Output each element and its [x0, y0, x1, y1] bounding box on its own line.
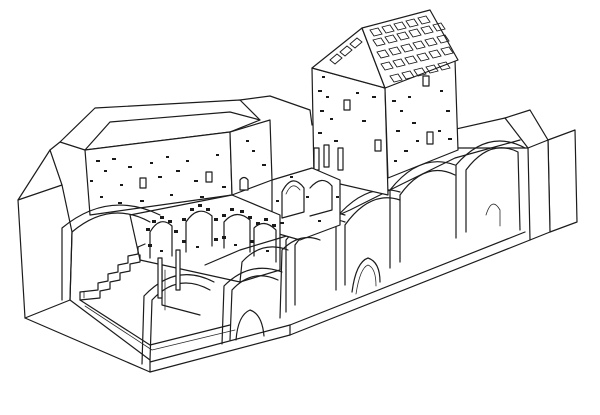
tower-window — [422, 75, 430, 87]
back-range-window — [239, 176, 249, 191]
vaulted-range-middle — [204, 237, 321, 319]
tower-window — [374, 139, 382, 152]
tower-roof-tiles — [329, 15, 454, 83]
staircase — [79, 243, 146, 301]
cloister-stonework — [146, 204, 276, 252]
arcade-stonework — [276, 176, 339, 224]
tower-window — [426, 131, 434, 145]
chimney-post — [313, 147, 320, 171]
back-range — [59, 95, 344, 216]
central-cloister — [129, 194, 281, 283]
back-range-window — [205, 171, 213, 183]
stone-tower — [311, 9, 459, 196]
chimney-post — [337, 147, 344, 171]
vaulted-range-front — [17, 141, 291, 373]
courtyard-arcade — [271, 167, 341, 241]
pillar — [157, 257, 163, 299]
back-range-stonework — [90, 140, 266, 204]
pillar — [175, 249, 181, 291]
back-range-window — [139, 177, 147, 189]
chimney-post — [323, 144, 330, 168]
right-end-block — [504, 109, 578, 241]
tower-window — [343, 99, 351, 111]
